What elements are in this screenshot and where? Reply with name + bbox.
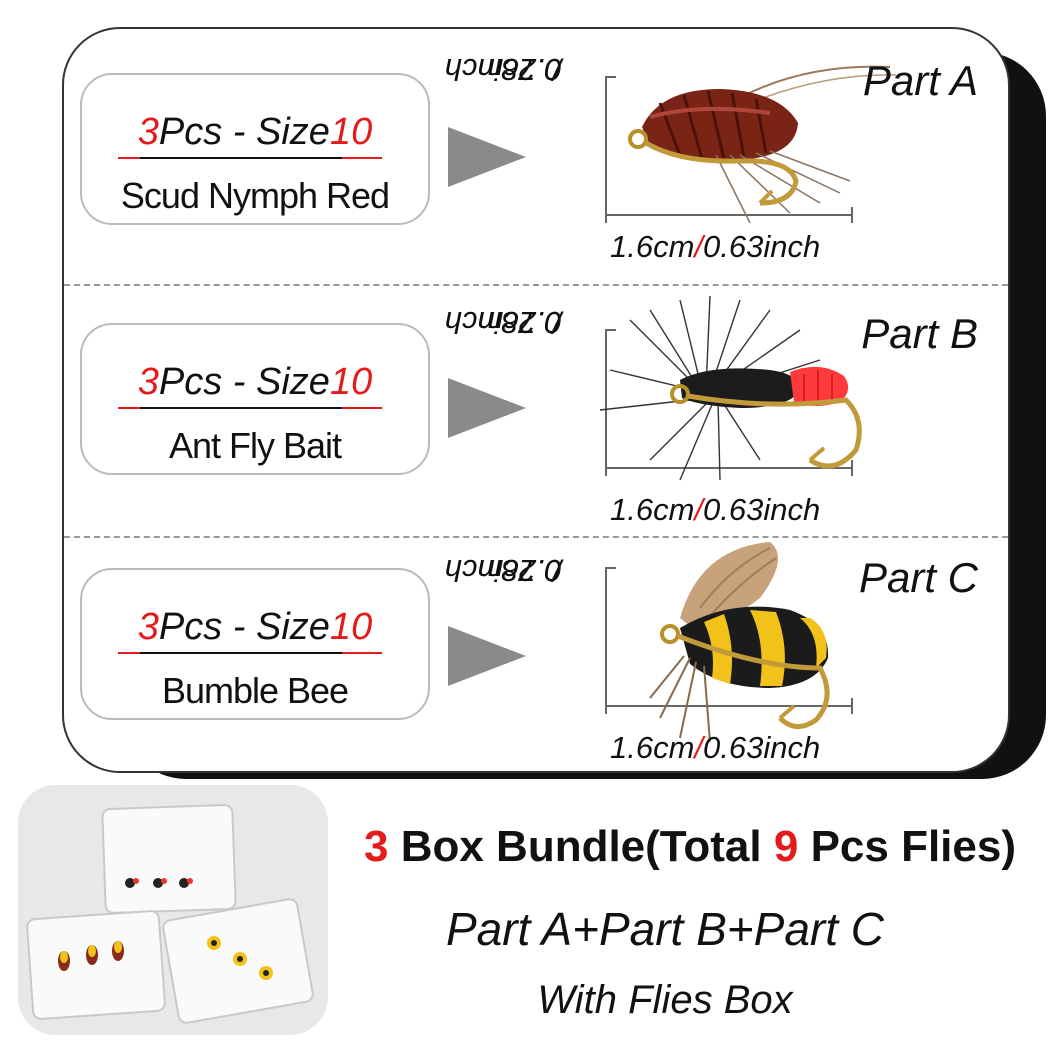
part-b-arrow-icon xyxy=(448,378,526,438)
part-a-quantity-underline xyxy=(118,157,382,159)
part-a-size-bracket xyxy=(605,76,853,223)
row-divider xyxy=(64,284,1008,286)
row-divider xyxy=(64,536,1008,538)
part-c-quantity: 3Pcs - Size10 xyxy=(137,606,373,648)
part-a-name: Scud Nymph Red xyxy=(120,175,390,216)
part-a-row: 3Pcs - Size10 Scud Nymph Red 0.7cm/0.28i… xyxy=(64,29,1008,284)
part-c-width-measure: 1.6cm/0.63inch xyxy=(610,730,821,765)
part-c-row: 3Pcs - Size10 Bumble Bee 0.7cm/0.28inch … xyxy=(64,538,1008,771)
part-b-quantity-underline xyxy=(118,407,382,409)
part-c-arrow-icon xyxy=(448,626,526,686)
part-b-name: Ant Fly Bait xyxy=(168,425,342,466)
part-c-height-measure: 0.7cm/0.28inch xyxy=(444,553,562,588)
bundle-box-line: With Flies Box xyxy=(537,978,793,1022)
part-b-quantity: 3Pcs - Size10 xyxy=(137,361,373,403)
part-a-arrow-icon xyxy=(448,127,526,187)
scud-nymph-fly-image xyxy=(628,65,897,224)
product-size-panel: 3Pcs - Size10 Scud Nymph Red 0.7cm/0.28i… xyxy=(62,27,1010,773)
part-b-label-box: 3Pcs - Size10 Ant Fly Bait xyxy=(80,323,430,475)
part-c-label: Part C xyxy=(858,554,978,601)
part-b-size-bracket xyxy=(605,329,853,476)
part-b-height-measure: 0.7cm/0.28inch xyxy=(444,305,562,340)
bumble-bee-fly-image xyxy=(649,542,830,743)
part-b-row: 3Pcs - Size10 Ant Fly Bait 0.7cm/0.28inc… xyxy=(64,286,1008,536)
part-a-label-box: 3Pcs - Size10 Scud Nymph Red xyxy=(80,73,430,225)
small-flies xyxy=(58,878,273,980)
part-a-width-measure: 1.6cm/0.63inch xyxy=(610,229,821,264)
part-a-height-measure: 0.7cm/0.28inch xyxy=(444,52,562,87)
bundle-parts-line: Part A+Part B+Part C xyxy=(445,903,885,955)
part-a-quantity: 3Pcs - Size10 xyxy=(137,111,373,153)
part-c-name: Bumble Bee xyxy=(161,670,349,711)
part-c-size-bracket xyxy=(605,567,853,714)
part-c-quantity-underline xyxy=(118,652,382,654)
part-b-width-measure: 1.6cm/0.63inch xyxy=(610,492,821,527)
part-b-label: Part B xyxy=(861,310,978,357)
flies-box-photo xyxy=(18,785,328,1035)
ant-fly-image xyxy=(599,295,862,481)
part-a-label: Part A xyxy=(862,57,978,104)
bundle-headline: 3 Box Bundle(Total 9 Pcs Flies) xyxy=(363,822,1017,871)
part-c-label-box: 3Pcs - Size10 Bumble Bee xyxy=(80,568,430,720)
